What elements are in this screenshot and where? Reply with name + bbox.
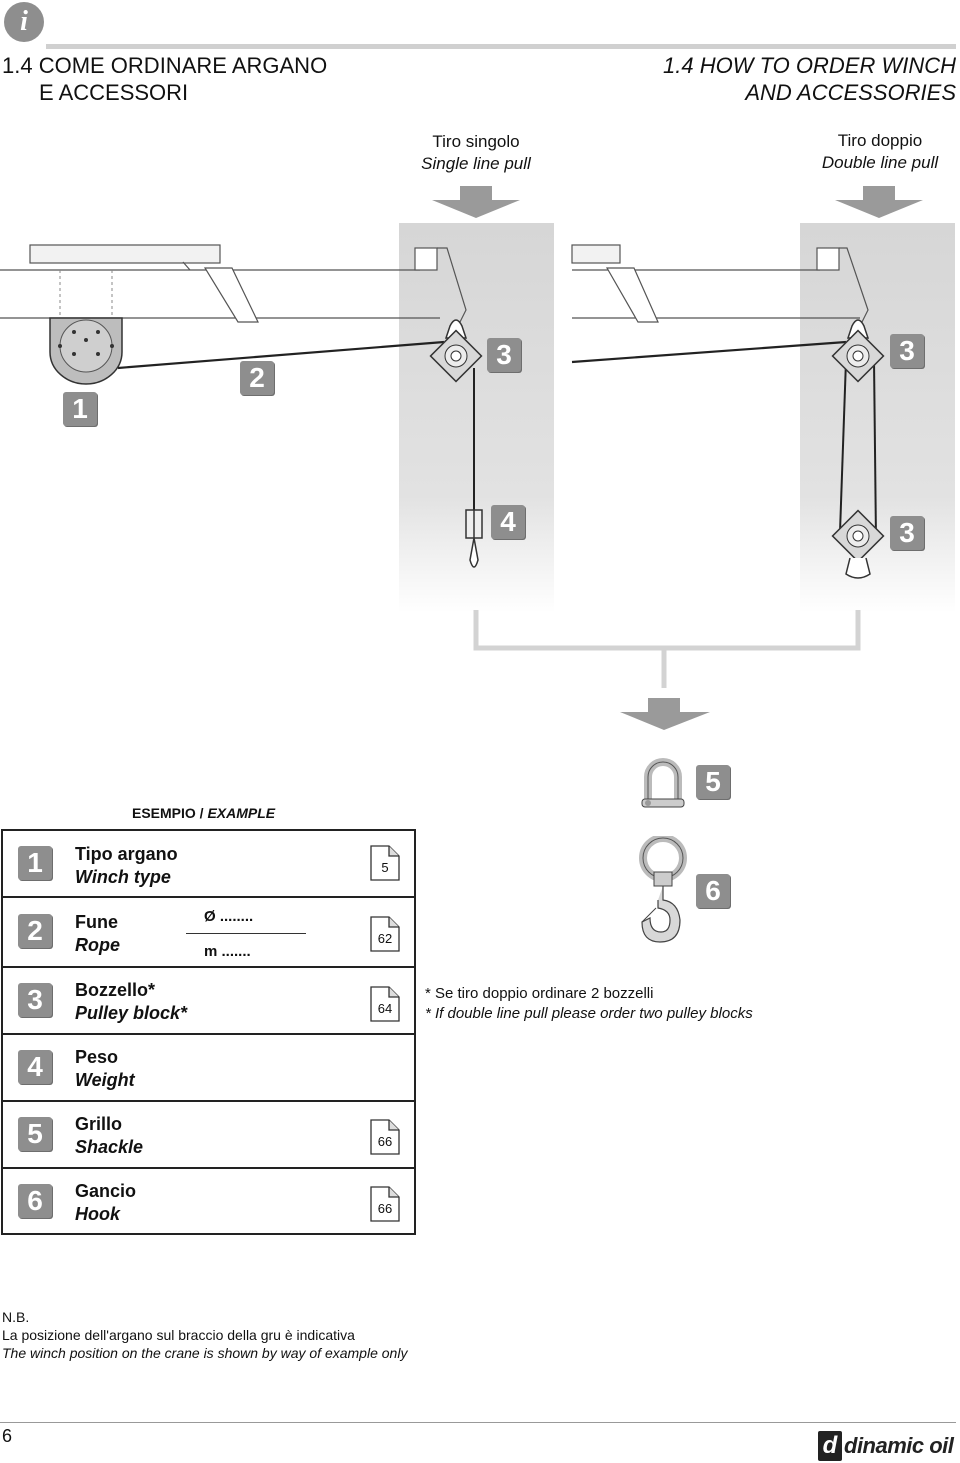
table-row-shackle: Grillo Shackle	[75, 1113, 143, 1159]
title-en-line1: 1.4 HOW TO ORDER WINCH	[663, 53, 956, 78]
logo-mark: d	[818, 1431, 842, 1461]
page-ref-hook[interactable]: 66	[370, 1186, 400, 1222]
page-ref-number: 62	[377, 931, 393, 946]
header-rule	[46, 44, 956, 49]
table-row-hook: Gancio Hook	[75, 1180, 136, 1226]
row-divider	[2, 896, 416, 898]
badge-pulley-double-bottom: 3	[890, 516, 924, 550]
double-line-it: Tiro doppio	[837, 131, 923, 150]
single-line-it: Tiro singolo	[432, 132, 520, 151]
arrow-down-double	[835, 186, 923, 218]
row-label-en: Hook	[75, 1204, 120, 1224]
row-label-en: Rope	[75, 935, 120, 955]
page-number: 6	[2, 1426, 13, 1446]
badge-hook: 6	[696, 874, 730, 908]
example-heading-it: ESEMPIO /	[132, 805, 208, 821]
crane-boom-double	[571, 244, 869, 323]
row-label-en: Winch type	[75, 867, 171, 887]
table-badge-3: 3	[18, 983, 52, 1017]
example-heading-en: EXAMPLE	[207, 805, 276, 821]
pulley-note-en: * If double line pull please order two p…	[425, 1005, 753, 1022]
badge-pulley-single: 3	[487, 338, 521, 372]
page-ref-shackle[interactable]: 66	[370, 1119, 400, 1155]
table-row-rope: Fune Rope	[75, 911, 120, 957]
row-divider	[2, 1100, 416, 1102]
order-table	[1, 829, 416, 1235]
pulley-block-double-bottom	[831, 509, 885, 579]
table-badge-2: 2	[18, 914, 52, 948]
title-en: 1.4 HOW TO ORDER WINCH AND ACCESSORIES	[496, 52, 956, 106]
logo-text: dinamic oil	[844, 1433, 954, 1458]
double-line-en: Double line pull	[821, 153, 939, 172]
table-badge-5: 5	[18, 1117, 52, 1151]
row-label-en: Shackle	[75, 1137, 144, 1157]
table-badge-1: 1	[18, 846, 52, 880]
rope-double-right	[873, 359, 877, 541]
badge-rope: 2	[240, 361, 274, 395]
page-ref-rope[interactable]: 62	[370, 916, 400, 952]
pulley-note: * Se tiro doppio ordinare 2 bozzelli * I…	[425, 984, 753, 1024]
bracket	[473, 610, 861, 688]
title-en-line2: AND ACCESSORIES	[745, 80, 956, 105]
badge-winch: 1	[63, 392, 97, 426]
page-ref-number: 66	[377, 1134, 393, 1149]
badge-weight: 4	[491, 505, 525, 539]
row-label-it: Gancio	[75, 1181, 137, 1201]
single-line-title: Tiro singolo Single line pull	[376, 131, 576, 175]
crane-diagram	[0, 186, 955, 730]
hook-icon	[639, 836, 687, 943]
pulley-note-it: * Se tiro doppio ordinare 2 bozzelli	[425, 985, 654, 1002]
table-row-pulley-block: Bozzello* Pulley block*	[75, 979, 187, 1025]
nb-label: N.B.	[2, 1309, 30, 1325]
dinamic-oil-logo: d dinamic oil	[818, 1430, 954, 1462]
arrow-down-example	[620, 698, 710, 730]
nb-note: N.B. La posizione dell'argano sul bracci…	[2, 1308, 407, 1362]
title-it-line1: 1.4 COME ORDINARE ARGANO	[2, 53, 328, 78]
page-ref-number: 64	[377, 1001, 393, 1016]
title-it: 1.4 COME ORDINARE ARGANO E ACCESSORI	[2, 52, 422, 106]
row-label-it: Grillo	[75, 1114, 123, 1134]
example-heading: ESEMPIO / EXAMPLE	[132, 805, 275, 821]
page-ref-number: 66	[377, 1201, 393, 1216]
row-divider	[2, 1033, 416, 1035]
row-divider	[2, 966, 416, 968]
arrow-down-single	[432, 186, 520, 218]
row-divider	[2, 1167, 416, 1169]
nb-it: La posizione dell'argano sul braccio del…	[2, 1327, 355, 1343]
row-label-it: Tipo argano	[75, 844, 178, 864]
title-it-line2: E ACCESSORI	[39, 80, 189, 105]
rope-double-left	[839, 359, 847, 533]
rope-length-field: m .......	[204, 943, 251, 960]
pulley-block-double-top	[831, 319, 885, 383]
table-row-weight: Peso Weight	[75, 1046, 135, 1092]
table-badge-4: 4	[18, 1050, 52, 1084]
rope-field-divider	[186, 933, 306, 934]
nb-en: The winch position on the crane is shown…	[2, 1345, 408, 1361]
row-label-en: Pulley block*	[75, 1003, 188, 1023]
pulley-block-single	[429, 319, 483, 383]
info-icon: i	[4, 2, 44, 42]
row-label-en: Weight	[75, 1070, 135, 1090]
winch-icon	[49, 270, 123, 385]
page-ref-pulley[interactable]: 64	[370, 986, 400, 1022]
page-ref-number: 5	[381, 860, 389, 875]
double-line-title: Tiro doppio Double line pull	[780, 130, 960, 174]
rope-double-horizontal	[571, 340, 847, 364]
row-label-it: Bozzello*	[75, 980, 156, 1000]
rope-single-horizontal	[117, 340, 445, 370]
rope-end-weight	[465, 509, 483, 568]
crane-boom-single	[0, 244, 467, 323]
page-ref-winch[interactable]: 5	[370, 845, 400, 881]
badge-shackle: 5	[696, 765, 730, 799]
table-badge-6: 6	[18, 1184, 52, 1218]
table-row-winch-type: Tipo argano Winch type	[75, 843, 178, 889]
single-line-en: Single line pull	[421, 154, 531, 173]
row-label-it: Fune	[75, 912, 118, 932]
row-label-it: Peso	[75, 1047, 119, 1067]
footer-rule	[0, 1422, 956, 1423]
shackle-icon	[641, 758, 685, 808]
double-panel	[800, 223, 955, 613]
rope-diameter-field: Ø ........	[204, 908, 254, 925]
badge-pulley-double-top: 3	[890, 334, 924, 368]
